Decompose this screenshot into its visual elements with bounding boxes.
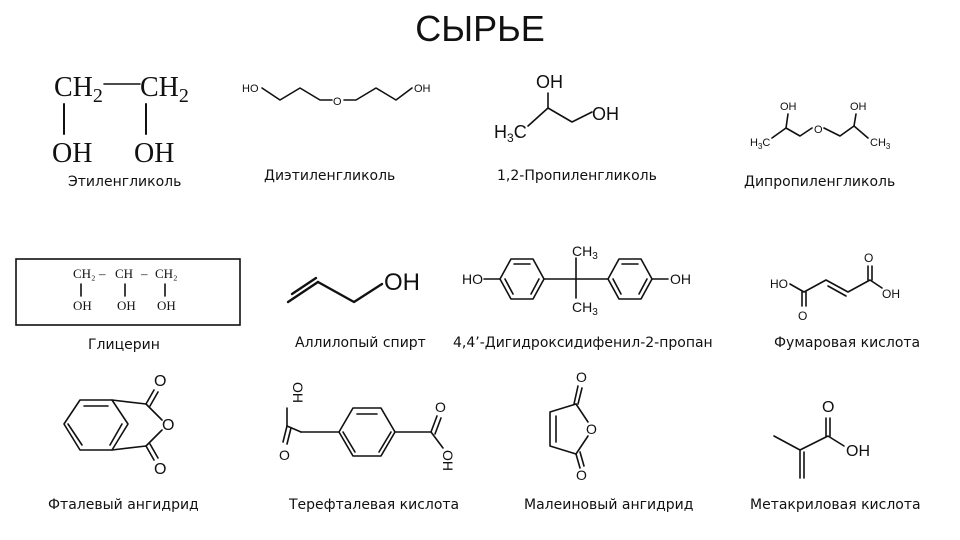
svg-text:OH: OH [134, 138, 174, 169]
svg-text:O: O [576, 467, 587, 483]
svg-text:O: O [435, 399, 446, 415]
svg-text:OH: OH [117, 298, 136, 313]
svg-text:CH: CH [115, 266, 133, 281]
svg-text:OH: OH [670, 271, 691, 287]
svg-text:OH: OH [290, 382, 306, 403]
compound-caption: Метакриловая кислота [750, 497, 921, 513]
diethylene-glycol-structure: HO O OH [242, 83, 431, 108]
compound-caption: Этиленгликоль [68, 174, 182, 190]
svg-text:H3C: H3C [494, 122, 527, 145]
svg-text:O: O [279, 447, 290, 463]
slide-title: СЫРЬЕ [415, 8, 545, 49]
svg-text:CH3: CH3 [870, 137, 891, 151]
svg-text:O: O [586, 421, 597, 437]
svg-text:CH3: CH3 [572, 299, 598, 318]
compound-caption: Терефталевая кислота [289, 497, 460, 513]
compound-caption: 4,4’-Дигидроксидифенил-2-пропан [453, 335, 713, 351]
compound-caption: Дипропиленгликоль [744, 174, 896, 190]
compound-caption: Аллилопый спирт [295, 335, 426, 351]
svg-text:O: O [154, 461, 166, 478]
svg-text:CH3: CH3 [572, 243, 598, 262]
svg-text:O: O [814, 124, 823, 136]
svg-text:CH2: CH2 [54, 72, 103, 107]
svg-text:–: – [98, 266, 106, 281]
maleic-anhydride-structure: O O O [549, 369, 597, 483]
fumaric-acid-structure: O HO O OH [770, 251, 900, 323]
compound-caption: Малеиновый ангидрид [524, 497, 694, 513]
methacrylic-acid-structure: O OH [773, 399, 870, 479]
compound-caption: 1,2-Пропиленгликоль [497, 168, 657, 184]
svg-text:O: O [154, 373, 166, 390]
svg-text:OH: OH [846, 443, 870, 460]
svg-text:O: O [333, 96, 342, 108]
allyl-alcohol-structure: OH [286, 269, 420, 304]
svg-text:OH: OH [780, 101, 797, 113]
svg-text:OH: OH [384, 269, 420, 296]
svg-text:OH: OH [536, 72, 563, 92]
compound-caption: Глицерин [88, 337, 160, 353]
svg-text:O: O [864, 251, 873, 265]
dipropylene-glycol-structure: OH OH H3C O CH3 [750, 101, 891, 151]
svg-text:OH: OH [592, 104, 619, 124]
svg-text:HO: HO [770, 277, 788, 291]
svg-text:O: O [822, 399, 834, 416]
svg-text:CH2: CH2 [140, 72, 189, 107]
svg-text:CH₂: CH₂ [73, 266, 96, 281]
svg-text:OH: OH [850, 101, 867, 113]
svg-text:O: O [576, 369, 587, 385]
svg-text:HO: HO [462, 271, 483, 287]
svg-text:OH: OH [414, 83, 431, 95]
svg-text:OH: OH [440, 450, 456, 471]
svg-text:OH: OH [882, 287, 900, 301]
svg-text:O: O [798, 309, 807, 323]
svg-text:H3C: H3C [750, 137, 770, 151]
svg-text:HO: HO [242, 83, 259, 95]
terephthalic-acid-structure: OH O O OH [279, 382, 456, 471]
svg-text:OH: OH [157, 298, 176, 313]
phthalic-anhydride-structure: O O O [63, 373, 174, 478]
svg-text:O: O [162, 417, 174, 434]
ethylene-glycol-structure: CH2 CH2 OH OH [52, 72, 189, 169]
propylene-glycol-structure: OH H3C OH [494, 72, 619, 145]
svg-text:OH: OH [73, 298, 92, 313]
bisphenol-a-structure: HO CH3 CH3 OH [462, 243, 691, 318]
svg-text:CH₂: CH₂ [155, 266, 178, 281]
compound-caption: Диэтиленгликоль [264, 168, 396, 184]
svg-text:OH: OH [52, 138, 92, 169]
svg-text:–: – [140, 266, 148, 281]
glycerol-structure: CH₂ – CH – CH₂ OH OH OH [15, 258, 241, 326]
compound-caption: Фумаровая кислота [774, 335, 921, 351]
compound-caption: Фталевый ангидрид [48, 497, 199, 513]
